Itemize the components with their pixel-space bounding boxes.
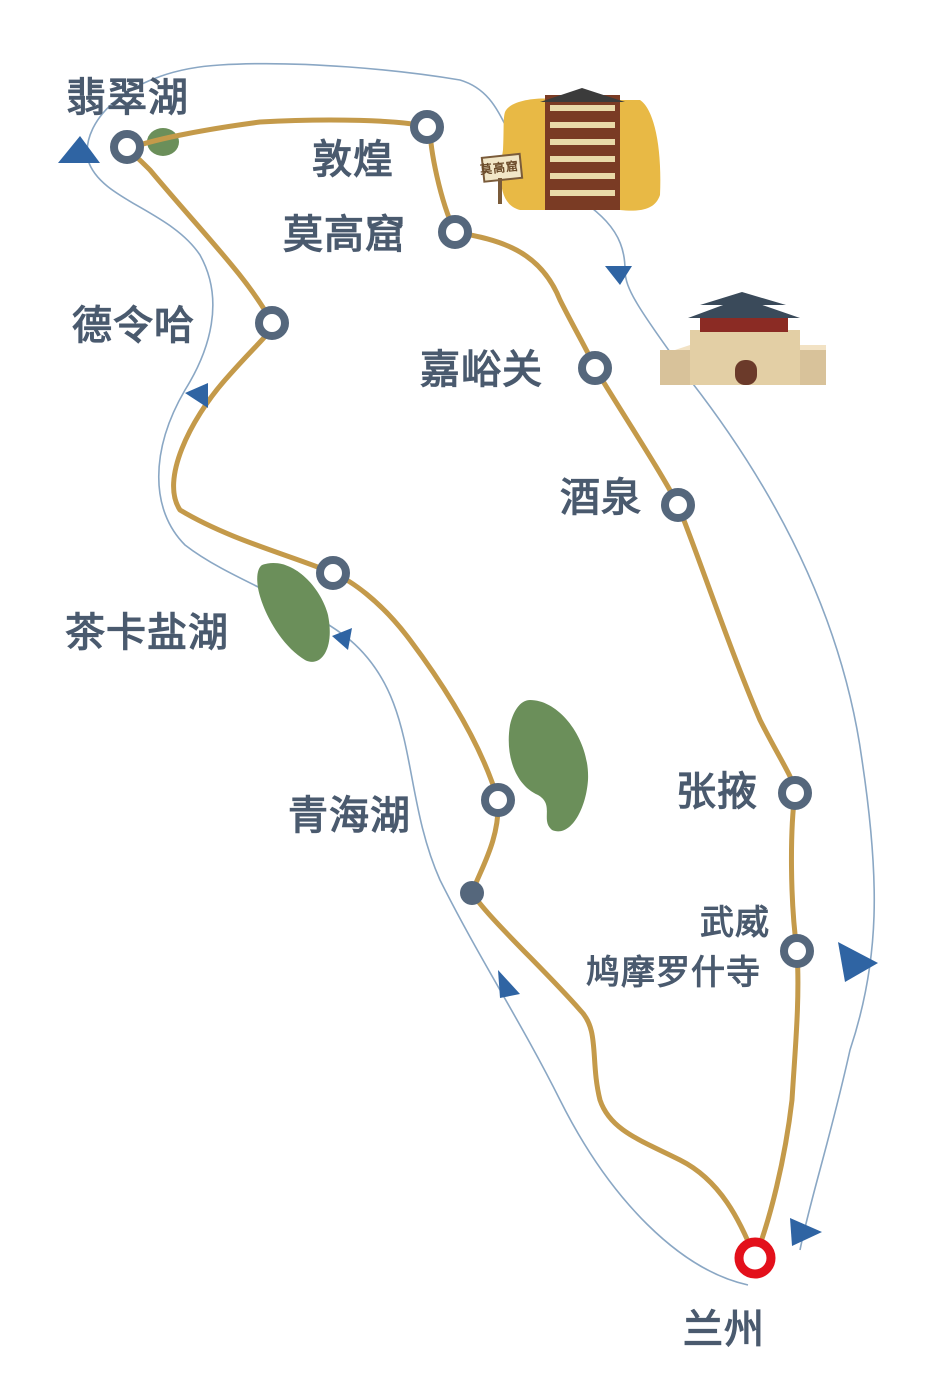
stop-marker-jiayuguan[interactable] <box>578 351 612 385</box>
direction-arrow-icon <box>185 383 208 408</box>
stop-marker-zhangye[interactable] <box>778 776 812 810</box>
direction-loop-line <box>86 62 876 1286</box>
direction-arrow-icon <box>332 628 352 650</box>
stop-label-wuwei-temple: 鸠摩罗什寺 <box>586 953 761 993</box>
stop-marker-jiuquan[interactable] <box>661 488 695 522</box>
direction-arrow-icon <box>58 136 100 163</box>
waypoint-dot <box>460 881 484 905</box>
stop-marker-wuwei[interactable] <box>780 934 814 968</box>
stop-label-qinghaihu: 青海湖 <box>288 793 411 839</box>
travel-route <box>122 117 801 1261</box>
stop-marker-qinghaihu[interactable] <box>481 783 515 817</box>
stop-label-wuwei: 武威 <box>700 903 770 943</box>
stop-label-jiuquan: 酒泉 <box>560 475 642 521</box>
pagoda-icon <box>480 88 661 211</box>
qinghai-lake <box>508 700 589 832</box>
stop-markers <box>110 110 814 968</box>
direction-arrow-icon <box>605 266 632 285</box>
direction-arrow-icon <box>498 970 520 998</box>
stop-marker-delingha[interactable] <box>255 306 289 340</box>
stop-label-delingha: 德令哈 <box>72 303 195 349</box>
direction-arrow-icon <box>790 1218 822 1246</box>
stop-label-chakayanhu: 茶卡盐湖 <box>65 610 229 656</box>
direction-arrow-icon <box>838 942 878 982</box>
stop-marker-lanzhou[interactable] <box>734 1237 776 1279</box>
stop-label-zhangye: 张掖 <box>676 769 758 815</box>
stop-label-feicuihu: 翡翠湖 <box>66 75 189 121</box>
stop-marker-dunhuang[interactable] <box>410 110 444 144</box>
stop-marker-feicuihu[interactable] <box>110 130 144 164</box>
stop-label-mogaoku: 莫高窟 <box>283 212 406 258</box>
stop-marker-mogaoku[interactable] <box>438 215 472 249</box>
gate-tower-icon <box>660 292 826 385</box>
stop-label-lanzhou: 兰州 <box>683 1307 765 1353</box>
stop-label-jiayuguan: 嘉峪关 <box>420 347 543 393</box>
chaka-salt-lake <box>257 563 330 662</box>
stop-label-dunhuang: 敦煌 <box>312 137 394 183</box>
stop-marker-chakayanhu[interactable] <box>316 556 350 590</box>
